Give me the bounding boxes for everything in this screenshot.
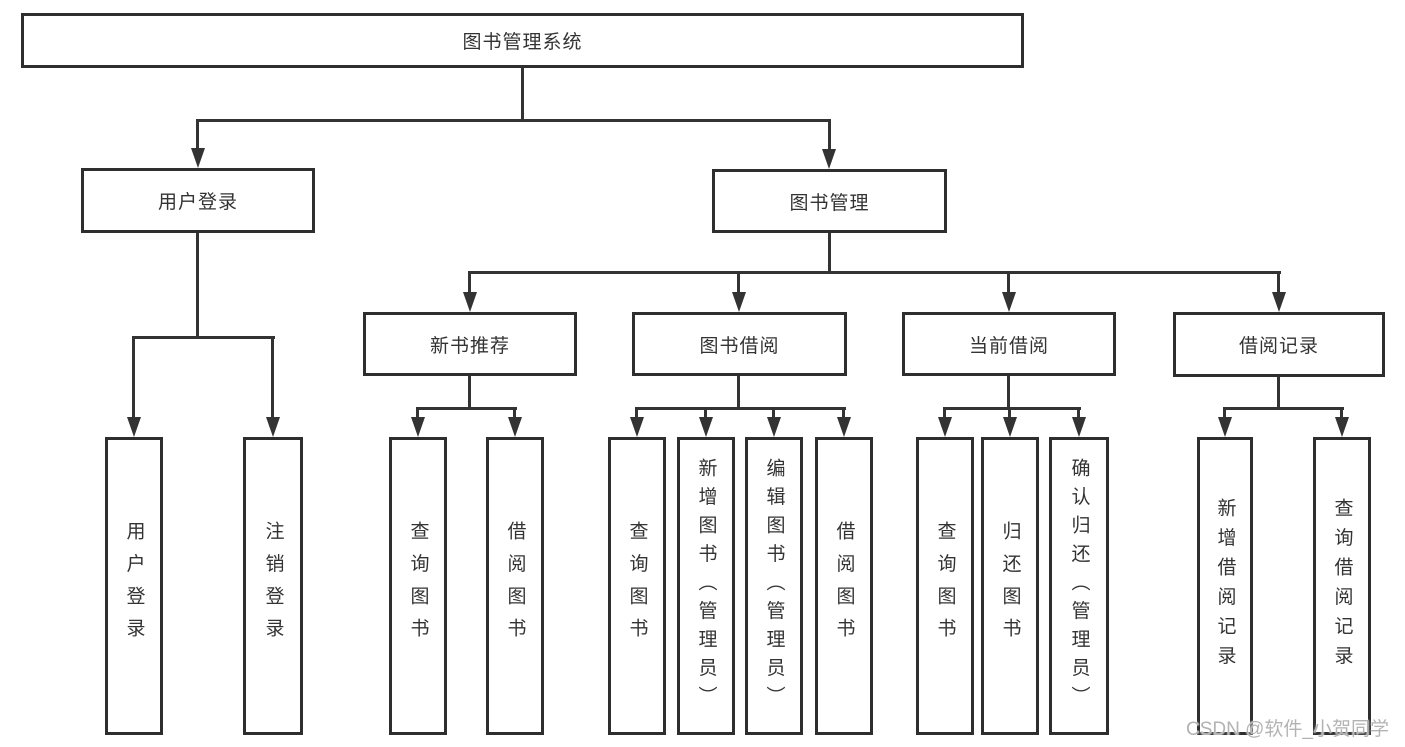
arrow-down-icon <box>699 417 713 437</box>
arrow-down-icon <box>1002 292 1016 312</box>
connector-line <box>943 407 946 417</box>
csdn-watermark: CSDN @软件_小贺同学 <box>1186 719 1389 740</box>
connector-line <box>416 407 419 417</box>
node-user-login: 用户登录 <box>81 168 315 233</box>
connector-line <box>132 336 135 417</box>
connector-line <box>1007 376 1010 407</box>
connector-line <box>737 271 740 292</box>
node-root-label: 图书管理系统 <box>462 32 583 53</box>
leaf-add-books-admin-label: 新增图书（管理员） <box>695 457 717 715</box>
connector-line <box>828 233 831 271</box>
connector-line <box>468 376 471 407</box>
leaf-confirm-return-admin: 确认归还（管理员） <box>1049 437 1109 735</box>
connector-line <box>635 407 638 417</box>
node-book-borrowing: 图书借阅 <box>632 312 847 376</box>
leaf-borrow-books: 借阅图书 <box>815 437 873 735</box>
connector-line <box>737 376 740 407</box>
arrow-down-icon <box>191 148 205 168</box>
connector-line <box>704 407 707 417</box>
leaf-add-borrow-record-label: 新增借阅记录 <box>1214 497 1236 675</box>
leaf-edit-books-admin: 编辑图书（管理员） <box>745 437 803 735</box>
connector-line <box>828 119 831 149</box>
leaf-user-login: 用户登录 <box>105 437 163 735</box>
connector-line <box>1223 407 1226 417</box>
connector-line <box>196 119 831 122</box>
connector-line <box>513 407 516 417</box>
connector-line <box>1340 407 1343 417</box>
node-new-book-recommend-label: 新书推荐 <box>429 335 510 357</box>
connector-line <box>1007 271 1010 292</box>
connector-line <box>842 407 845 417</box>
arrow-down-icon <box>1003 417 1017 437</box>
connector-line <box>521 68 524 119</box>
leaf-query-books-borrowing: 查询图书 <box>608 437 666 735</box>
node-borrowing-records: 借阅记录 <box>1173 312 1385 377</box>
leaf-logout-label: 注销登录 <box>262 521 284 651</box>
node-current-borrowing: 当前借阅 <box>902 312 1116 376</box>
leaf-add-books-admin: 新增图书（管理员） <box>677 437 735 735</box>
arrow-down-icon <box>1272 292 1286 312</box>
connector-line <box>1277 376 1280 407</box>
leaf-query-borrow-record-label: 查询借阅记录 <box>1331 497 1353 675</box>
connector-line <box>1277 271 1280 292</box>
arrow-down-icon <box>1072 417 1086 437</box>
arrow-down-icon <box>1218 417 1232 437</box>
arrow-down-icon <box>508 417 522 437</box>
node-user-login-label: 用户登录 <box>157 192 238 213</box>
connector-line <box>1008 407 1011 417</box>
node-book-borrowing-label: 图书借阅 <box>699 335 780 357</box>
connector-line <box>468 271 471 292</box>
arrow-down-icon <box>266 417 280 437</box>
arrow-down-icon <box>938 417 952 437</box>
arrow-down-icon <box>630 417 644 437</box>
leaf-query-books-recommend-label: 查询图书 <box>407 521 429 651</box>
arrow-down-icon <box>463 292 477 312</box>
leaf-query-borrow-record: 查询借阅记录 <box>1313 437 1371 735</box>
node-current-borrowing-label: 当前借阅 <box>968 335 1049 357</box>
arrow-down-icon <box>127 417 141 437</box>
leaf-add-borrow-record: 新增借阅记录 <box>1197 437 1253 735</box>
leaf-query-books-borrowing-label: 查询图书 <box>626 521 648 651</box>
node-root: 图书管理系统 <box>21 13 1024 68</box>
connector-line <box>635 407 846 410</box>
leaf-return-books-label: 归还图书 <box>999 521 1021 651</box>
leaf-borrow-books-recommend: 借阅图书 <box>486 437 544 735</box>
connector-line <box>1077 407 1080 417</box>
arrow-down-icon <box>767 417 781 437</box>
connector-line <box>416 407 517 410</box>
connector-line <box>132 336 275 339</box>
connector-line <box>271 336 274 417</box>
connector-line <box>468 271 1281 274</box>
node-book-management-label: 图书管理 <box>789 192 870 214</box>
connector-line <box>1223 407 1344 410</box>
connector-line <box>196 119 199 148</box>
connector-line <box>943 407 1081 410</box>
arrow-down-icon <box>1335 417 1349 437</box>
leaf-logout: 注销登录 <box>243 437 303 735</box>
node-book-management: 图书管理 <box>712 169 947 233</box>
leaf-user-login-label: 用户登录 <box>123 521 145 651</box>
arrow-down-icon <box>732 292 746 312</box>
leaf-borrow-books-recommend-label: 借阅图书 <box>504 521 526 651</box>
arrow-down-icon <box>822 149 836 169</box>
leaf-edit-books-admin-label: 编辑图书（管理员） <box>763 457 785 715</box>
connector-line <box>772 407 775 417</box>
leaf-query-books-current: 查询图书 <box>916 437 974 735</box>
arrow-down-icon <box>411 417 425 437</box>
connector-line <box>196 233 199 336</box>
node-new-book-recommend: 新书推荐 <box>363 312 577 376</box>
leaf-borrow-books-label: 借阅图书 <box>833 521 855 651</box>
leaf-confirm-return-admin-label: 确认归还（管理员） <box>1068 457 1090 715</box>
leaf-query-books-current-label: 查询图书 <box>934 521 956 651</box>
arrow-down-icon <box>837 417 851 437</box>
leaf-query-books-recommend: 查询图书 <box>389 437 447 735</box>
node-borrowing-records-label: 借阅记录 <box>1238 336 1319 357</box>
leaf-return-books: 归还图书 <box>981 437 1039 735</box>
